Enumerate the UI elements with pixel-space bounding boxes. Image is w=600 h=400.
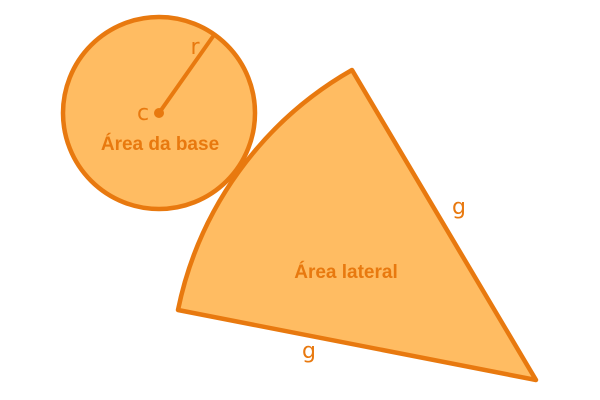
- generatrix-side-label: g: [452, 195, 466, 220]
- center-label: c: [137, 101, 149, 126]
- generatrix-bottom-label: g: [302, 339, 316, 364]
- radius-line: [157, 33, 216, 115]
- base-area-label: Área da base: [101, 133, 219, 155]
- center-point: [154, 108, 164, 118]
- radius-label: r: [190, 35, 200, 60]
- lateral-sector: [175, 67, 539, 383]
- lateral-area-label: Área lateral: [294, 261, 398, 283]
